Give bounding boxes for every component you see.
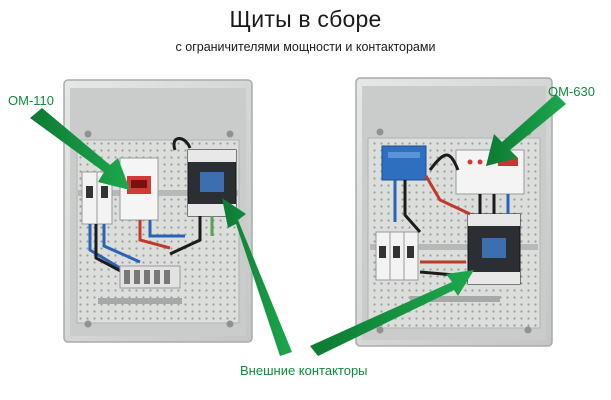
- page-title: Щиты в сборе: [229, 6, 382, 32]
- right-enclosure: [355, 77, 553, 347]
- om110-relay-device: [119, 157, 159, 221]
- right-breakers: [375, 231, 419, 281]
- left-wiring: [88, 137, 214, 278]
- arrow-contactor-left: [222, 198, 292, 356]
- arrow-om110: [30, 108, 130, 190]
- page-subtitle: с ограничителями мощности и контакторами: [175, 40, 436, 54]
- left-breakers: [81, 171, 113, 225]
- label-om110: ОМ-110: [8, 93, 54, 108]
- label-external-contactors: Внешние контакторы: [240, 363, 368, 378]
- right-wiring: [393, 153, 510, 278]
- label-om630: ОМ-630: [548, 84, 595, 99]
- right-contactor: [467, 213, 521, 285]
- left-enclosure: [63, 79, 253, 343]
- arrow-om630: [486, 94, 566, 166]
- right-distribution-block: [381, 145, 427, 181]
- arrow-contactor-right: [310, 270, 474, 356]
